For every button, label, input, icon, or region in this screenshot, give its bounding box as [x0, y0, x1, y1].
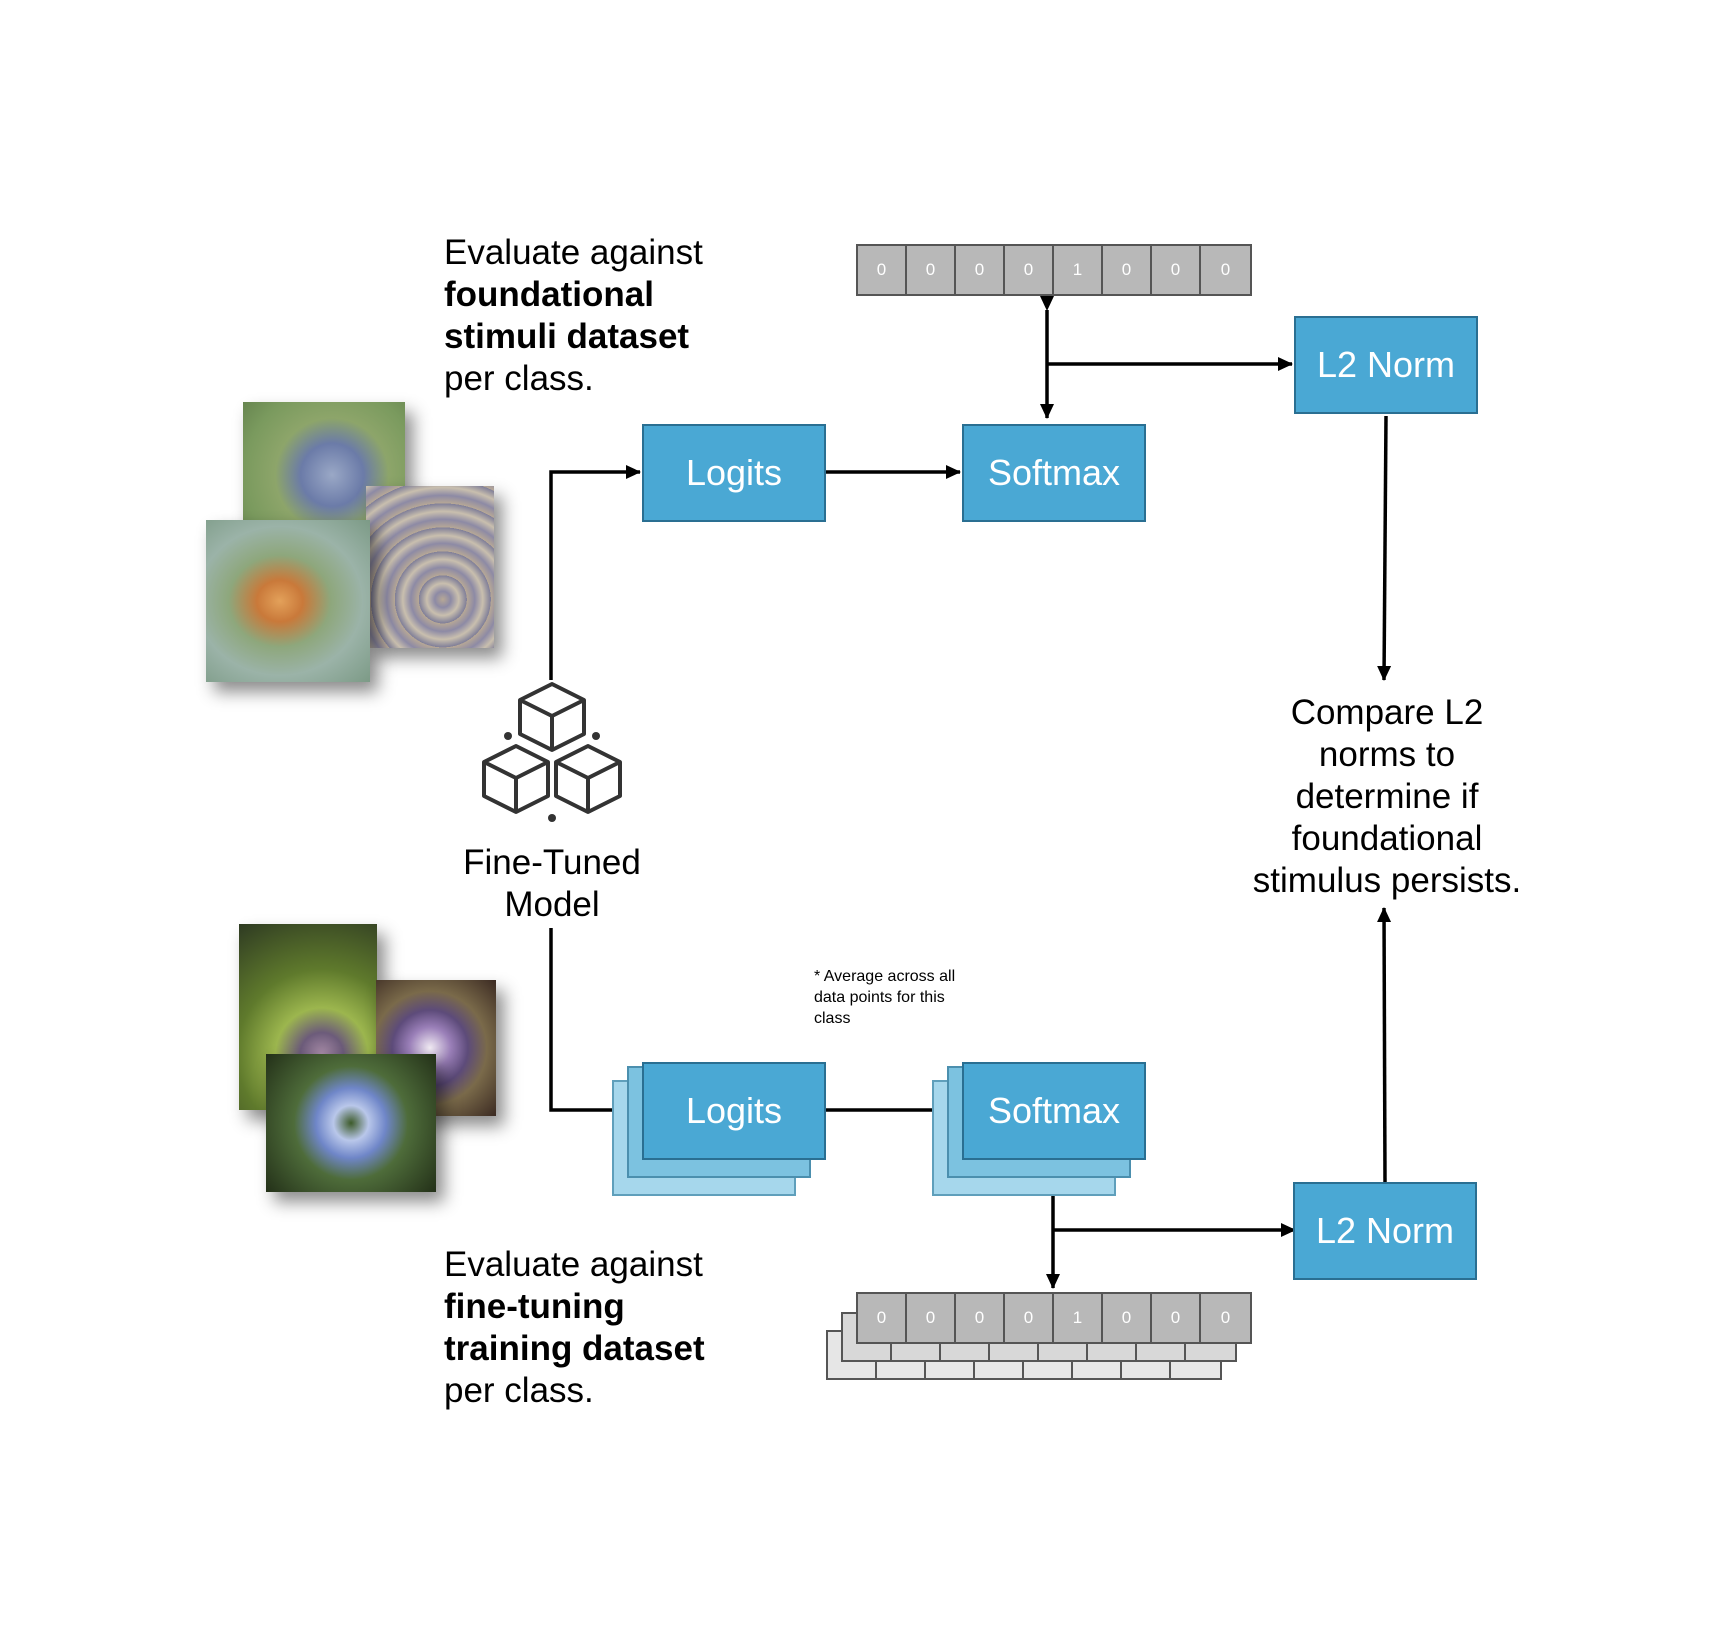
- compare-line2: norms to: [1318, 735, 1456, 774]
- top-l2-norm-box: L2 Norm: [1294, 316, 1478, 414]
- model-label-line2: Model: [504, 885, 600, 924]
- top-caption-line4: per class.: [444, 359, 594, 398]
- top-caption-bold1: foundational: [444, 275, 654, 314]
- compare-line1: Compare L2: [1290, 693, 1484, 732]
- top-onehot-vector: 0 0 0 0 1 0 0 0: [856, 244, 1252, 296]
- bottom-logits-box: Logits: [642, 1062, 826, 1160]
- vector-cell: 0: [1201, 1294, 1250, 1342]
- note-line1: * Average across all: [814, 968, 956, 985]
- compare-caption: Compare L2 norms to determine if foundat…: [1222, 692, 1552, 902]
- vector-cell: 0: [1103, 1294, 1152, 1342]
- compare-line4: foundational: [1291, 819, 1483, 858]
- bottom-softmax-box: Softmax: [962, 1062, 1146, 1160]
- compare-line5: stimulus persists.: [1252, 861, 1522, 900]
- vector-cell: 0: [956, 246, 1005, 294]
- compare-line3: determine if: [1295, 777, 1479, 816]
- stimulus-image-2: [366, 486, 494, 648]
- vector-cell: 0: [1152, 246, 1201, 294]
- note-line2: data points for this: [814, 989, 945, 1006]
- vector-cell: 0: [858, 246, 907, 294]
- vector-cell: 0: [1103, 246, 1152, 294]
- vector-cell: 0: [956, 1294, 1005, 1342]
- stimulus-image-3: [206, 520, 370, 682]
- average-note: * Average across all data points for thi…: [814, 966, 1014, 1029]
- top-caption-bold2: stimuli dataset: [444, 317, 690, 356]
- bottom-caption-bold2: training dataset: [444, 1329, 705, 1368]
- vector-cell: 0: [1152, 1294, 1201, 1342]
- bottom-caption-line4: per class.: [444, 1371, 594, 1410]
- vector-cell: 0: [858, 1294, 907, 1342]
- cubes-icon: [482, 682, 622, 822]
- vector-cell: 0: [907, 1294, 956, 1342]
- model-label-line1: Fine-Tuned: [463, 843, 641, 882]
- bottom-l2-to-compare-arrow: [1377, 907, 1392, 1183]
- model-label: Fine-Tuned Model: [430, 842, 674, 926]
- bottom-l2-norm-box: L2 Norm: [1293, 1182, 1477, 1280]
- vector-cell: 1: [1054, 1294, 1103, 1342]
- vector-cell: 0: [1201, 246, 1250, 294]
- bottom-caption: Evaluate against fine-tuning training da…: [444, 1244, 764, 1412]
- top-l2-to-compare-arrow: [1377, 415, 1392, 681]
- bottom-onehot-vector: 0 0 0 0 1 0 0 0: [856, 1292, 1252, 1344]
- training-image-3: [266, 1054, 436, 1192]
- top-softmax-box: Softmax: [962, 424, 1146, 522]
- top-caption: Evaluate against foundational stimuli da…: [444, 232, 744, 400]
- vector-cell: 0: [907, 246, 956, 294]
- vector-cell: 0: [1005, 246, 1054, 294]
- bottom-caption-bold1: fine-tuning: [444, 1287, 625, 1326]
- top-caption-line1: Evaluate against: [444, 233, 703, 272]
- note-line3: class: [814, 1010, 851, 1027]
- bottom-caption-line1: Evaluate against: [444, 1245, 703, 1284]
- vector-cell: 1: [1054, 246, 1103, 294]
- model-to-top-logits-arrow: [549, 465, 641, 680]
- top-logits-box: Logits: [642, 424, 826, 522]
- vector-cell: 0: [1005, 1294, 1054, 1342]
